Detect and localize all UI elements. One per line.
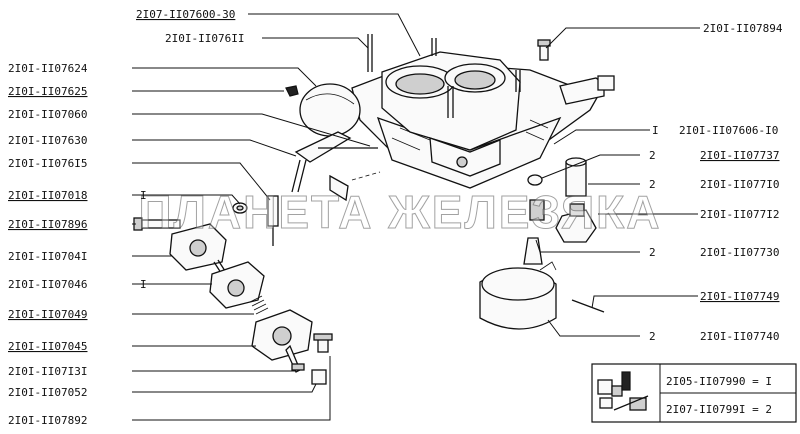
label-2101-1107740: 2I0I-II07740 — [700, 330, 779, 343]
label-2101-1107018: 2I0I-II07018 — [8, 189, 87, 202]
label-2101-1107041: 2I0I-II0704I — [8, 250, 87, 263]
label-2101-1107710: 2I0I-II077I0 — [700, 178, 779, 191]
label-2101-1107045: 2I0I-II07045 — [8, 340, 87, 353]
legend-kit-2105: 2I05-II07990 = I — [666, 375, 772, 388]
label-2101-1107624: 2I0I-II07624 — [8, 62, 88, 75]
legend-kit-2107: 2I07-II0799I = 2 — [666, 403, 772, 416]
jet-screw-part — [313, 333, 333, 353]
pump-housing-part — [251, 309, 313, 373]
label-2101-1107615: 2I0I-II076I5 — [8, 157, 87, 170]
pump-rod-linkage-part — [267, 131, 381, 246]
leader-lines — [132, 13, 700, 421]
label-2101-1107131: 2I0I-II07I3I — [8, 365, 87, 378]
float-pin-part — [571, 299, 605, 313]
label-2101-1107625: 2I0I-II07625 — [8, 85, 87, 98]
watermark-text: ПЛАНЕТА ЖЕЛЕЗЯКА — [139, 186, 662, 238]
carburetor-assembly — [351, 34, 615, 189]
qty-1107737: 2 — [649, 149, 656, 162]
label-2101-1107712: 2I0I-II077I2 — [700, 208, 779, 221]
washer-part — [232, 202, 248, 214]
kit-icon — [597, 371, 649, 411]
kit-legend: 2I05-II07990 = I 2I07-II0799I = 2 — [591, 363, 797, 423]
jet-set-parts — [523, 157, 597, 265]
diaphragm-cover-part — [299, 83, 361, 137]
label-2101-1107749: 2I0I-II07749 — [700, 290, 779, 303]
stud-bolt-part — [537, 39, 551, 61]
label-2101-1107611: 2I0I-II076II — [165, 32, 244, 45]
right-part-labels: 2I0I-II07894 2I0I-II07606-I0 2I0I-II0773… — [649, 22, 783, 343]
qty-1107046: I — [140, 278, 147, 291]
label-2101-1107060: 2I0I-II07060 — [8, 108, 87, 121]
label-2101-1107894: 2I0I-II07894 — [703, 22, 783, 35]
left-part-labels: 2I07-II07600-30 2I0I-II076II 2I0I-II0762… — [8, 8, 244, 427]
qty-1107710: 2 — [649, 178, 656, 191]
label-2101-1107892: 2I0I-II07892 — [8, 414, 87, 427]
spring-part — [249, 295, 269, 315]
qty-1107730: 2 — [649, 246, 656, 259]
label-2101-1107737: 2I0I-II07737 — [700, 149, 779, 162]
label-2101-1107896: 2I0I-II07896 — [8, 218, 87, 231]
label-2101-1107630: 2I0I-II07630 — [8, 134, 87, 147]
label-2101-1107606-10: 2I0I-II07606-I0 — [679, 124, 778, 137]
pump-diaphragm-part — [209, 261, 265, 309]
qty-1107018: I — [140, 189, 147, 202]
label-2101-1107052: 2I0I-II07052 — [8, 386, 87, 399]
float-part — [479, 261, 557, 330]
qty-1107606-10: I — [652, 124, 659, 137]
screw-small-part — [285, 85, 299, 97]
label-2107-1107600-30: 2I07-II07600-30 — [136, 8, 235, 21]
qty-1107740: 2 — [649, 330, 656, 343]
label-2101-1107730: 2I0I-II07730 — [700, 246, 779, 259]
screw-long-part — [133, 217, 181, 231]
label-2101-1107046: 2I0I-II07046 — [8, 278, 87, 291]
label-2101-1107049: 2I0I-II07049 — [8, 308, 87, 321]
jet-small-part — [311, 369, 327, 385]
